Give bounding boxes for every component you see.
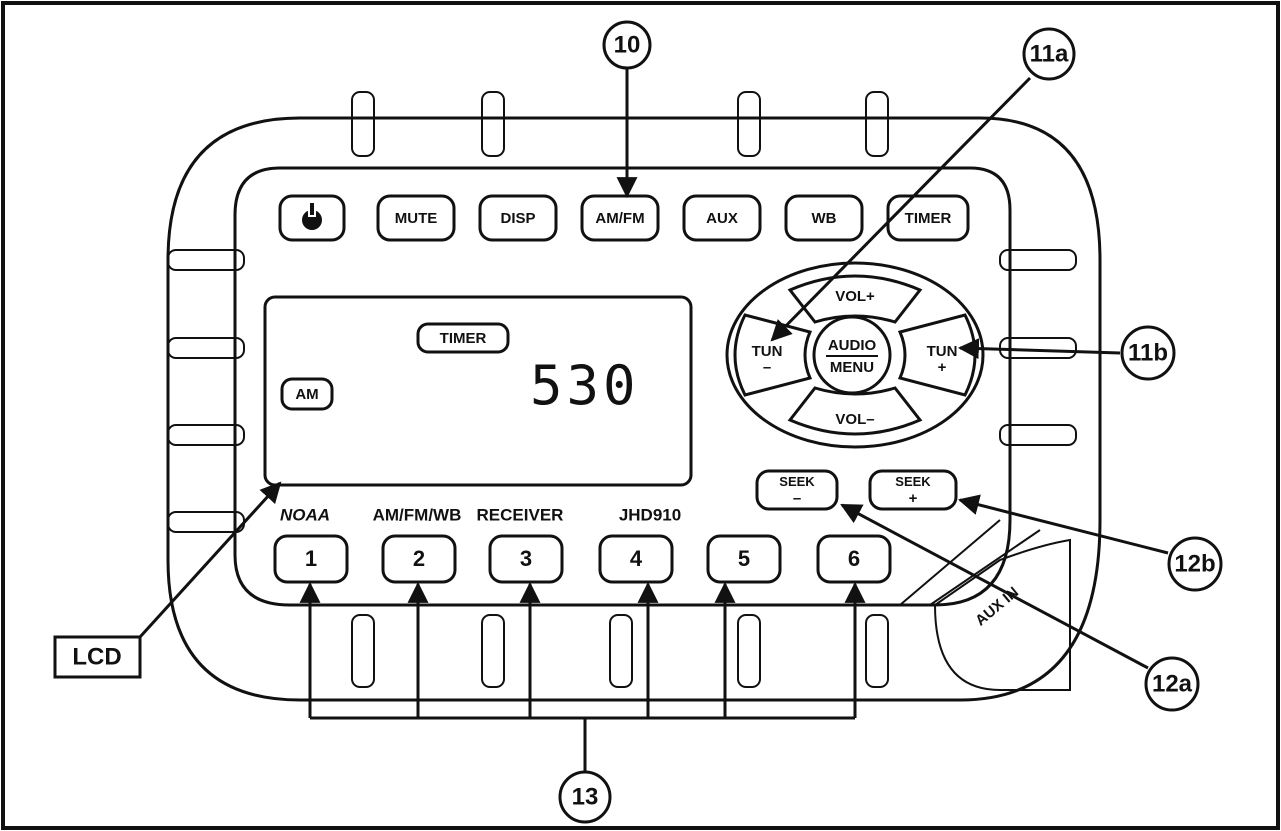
- vol-down-button[interactable]: [787, 386, 923, 436]
- preset-caption-2: AM/FM/WB: [373, 505, 462, 524]
- callout-12b: 12b: [1167, 536, 1223, 592]
- preset-label-4: 4: [630, 546, 643, 571]
- preset-button-1[interactable]: 1: [273, 534, 349, 584]
- leader-lcd: [138, 481, 282, 639]
- preset-label-3: 3: [520, 546, 532, 571]
- preset-button-2[interactable]: 2: [381, 534, 457, 584]
- seek-down-sign: –: [793, 490, 801, 507]
- timer-button[interactable]: TIMER: [886, 194, 970, 242]
- lcd-band-text: AM: [295, 386, 318, 403]
- callout-11a: 11a: [1022, 27, 1076, 81]
- tune-down-label: TUN: [752, 343, 783, 360]
- seek-up-label: SEEK: [895, 474, 931, 489]
- svg-text:11a: 11a: [1030, 40, 1069, 67]
- seek-down-button[interactable]: SEEK –: [755, 469, 839, 511]
- preset-caption-3: RECEIVER: [477, 505, 564, 524]
- mounting-tabs: [167, 91, 1077, 688]
- preset-button-5[interactable]: 5: [706, 534, 782, 584]
- power-icon: [302, 201, 322, 230]
- leader-11a: [770, 76, 1032, 342]
- leader-11b: [957, 338, 1121, 360]
- callout-12a: 12a: [1144, 656, 1200, 712]
- lcd-display: TIMER AM 530: [263, 295, 693, 487]
- svg-text:LCD: LCD: [72, 643, 121, 670]
- seek-down-label: SEEK: [779, 474, 815, 489]
- aux-button[interactable]: AUX: [682, 194, 762, 242]
- disp-label: DISP: [500, 210, 535, 227]
- vol-down-label: VOL–: [835, 411, 874, 428]
- timer-label: TIMER: [905, 210, 952, 227]
- wb-label: WB: [812, 210, 837, 227]
- audio-label: AUDIO: [828, 337, 877, 354]
- wb-button[interactable]: WB: [784, 194, 864, 242]
- am-fm-label: AM/FM: [595, 210, 644, 227]
- svg-text:13: 13: [572, 783, 599, 810]
- preset-button-6[interactable]: 6: [816, 534, 892, 584]
- preset-label-1: 1: [305, 546, 317, 571]
- seek-up-button[interactable]: SEEK +: [868, 469, 958, 511]
- svg-text:11b: 11b: [1128, 339, 1168, 366]
- tune-up-label: TUN: [927, 343, 958, 360]
- svg-text:12a: 12a: [1152, 670, 1193, 697]
- callout-11b: 11b: [1120, 325, 1176, 381]
- bezel-outer: [166, 116, 1102, 702]
- svg-text:10: 10: [614, 31, 641, 58]
- leader-12b: [957, 494, 1169, 555]
- disp-button[interactable]: DISP: [478, 194, 558, 242]
- preset-caption-1: NOAA: [280, 505, 330, 524]
- lcd-band-indicator: [280, 377, 334, 411]
- seek-up-sign: +: [909, 490, 918, 507]
- svg-text:12b: 12b: [1174, 550, 1215, 577]
- callout-10: 10: [602, 20, 652, 70]
- tune-up-sign: +: [938, 359, 947, 376]
- leader-13: [299, 581, 866, 773]
- tune-down-sign: –: [763, 359, 771, 376]
- lcd-frequency: 530: [530, 354, 640, 417]
- preset-caption-4: JHD910: [619, 505, 681, 524]
- lcd-timer-indicator: [416, 322, 510, 354]
- mute-button[interactable]: MUTE: [376, 194, 456, 242]
- aux-in-label: AUX IN: [972, 584, 1022, 630]
- lcd-timer-text: TIMER: [440, 330, 487, 347]
- leader-12a: [840, 503, 1149, 670]
- preset-label-5: 5: [738, 546, 750, 571]
- mute-label: MUTE: [395, 210, 438, 227]
- preset-label-6: 6: [848, 546, 860, 571]
- preset-button-3[interactable]: 3: [488, 534, 564, 584]
- vol-up-label: VOL+: [835, 288, 875, 305]
- aux-label: AUX: [706, 210, 738, 227]
- preset-label-2: 2: [413, 546, 425, 571]
- am-fm-button[interactable]: AM/FM: [580, 194, 660, 242]
- preset-button-4[interactable]: 4: [598, 534, 674, 584]
- power-button[interactable]: [278, 194, 346, 242]
- callout-13: 13: [558, 770, 612, 824]
- menu-label: MENU: [830, 359, 874, 376]
- leader-lines: [138, 68, 1169, 773]
- callout-lcd: LCD: [53, 635, 142, 679]
- dpad: VOL+ VOL– TUN – TUN + AUDIO MENU: [725, 261, 985, 449]
